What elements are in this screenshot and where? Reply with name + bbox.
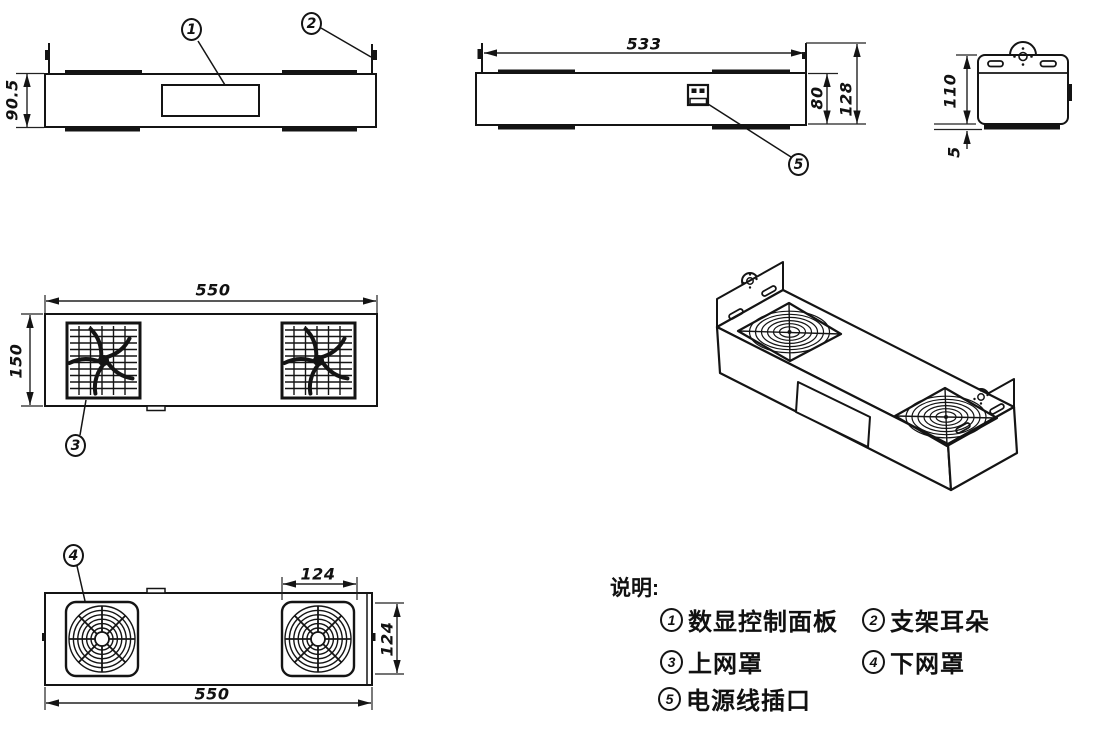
front-view [16,27,377,132]
iso-fan-1 [736,301,843,363]
grille-edge [984,124,1060,130]
dimension-lines [934,54,982,149]
dim-top-width: 550 [195,280,231,300]
leader-line-3 [79,399,87,436]
legend-item-1: 1 数显控制面板 [660,602,838,637]
side-tab [42,633,46,641]
legend-label-4: 下网罩 [890,651,965,678]
power-socket-icon [686,83,710,107]
leader-line-5 [707,103,792,158]
rear-view [475,42,866,158]
legend-item-5: 5 电源线插口 [658,681,811,716]
pivot-hole [977,393,985,401]
dim-front-height: 90.5 [2,79,22,121]
notch [146,587,166,594]
end-face [946,405,1019,492]
dimension-lines [484,42,866,125]
body-outline [475,72,807,126]
dim-rear-body-height: 80 [807,86,827,110]
dim-bottom-width: 550 [194,684,230,704]
display-panel [795,381,871,448]
leader-line-2 [320,27,372,58]
callout-4: 4 [63,544,84,567]
isometric-view [715,261,1019,492]
legend-item-3: 3 上网罩 [660,644,763,679]
pivot-hole [746,277,754,285]
dim-top-depth: 150 [6,343,26,379]
bracket-slot [989,403,1005,415]
side-view [934,41,1072,149]
legend-num-3: 3 [660,649,683,674]
dim-bottom-fan-width: 124 [300,564,336,584]
legend-item-2: 2 支架耳朵 [862,602,990,637]
legend-num-1: 1 [660,607,683,632]
bracket-slot [761,285,777,297]
callout-3: 3 [65,434,86,457]
dim-side-bottom-offset: 5 [944,146,964,158]
dim-rear-total-height: 128 [836,81,856,117]
legend-label-1: 数显控制面板 [688,609,838,636]
display-panel [161,84,260,117]
callout-1: 1 [181,18,202,41]
legend-title: 说明: [610,577,659,600]
legend-item-4: 4 下网罩 [862,644,965,679]
bracket-slot [987,60,1004,68]
bracket-slot [1039,60,1057,68]
side-tab [372,633,376,641]
legend-label-5: 电源线插口 [686,688,811,715]
bracket-hump [1009,41,1037,56]
callout-2: 2 [301,12,322,35]
side-tab [1068,84,1072,101]
iso-fan-2 [893,386,999,448]
dimension-lines [21,295,378,407]
dimension-lines [16,72,44,129]
dim-bottom-fan-height: 124 [377,621,397,657]
legend-label-2: 支架耳朵 [890,609,990,636]
leader-line-1 [197,40,226,86]
top-view [21,295,378,436]
pivot-hole [1018,51,1028,62]
legend-num-5: 5 [658,686,681,711]
legend-num-2: 2 [862,607,885,632]
bracket-slot [728,308,744,320]
callout-5: 5 [788,153,809,176]
dim-side-height: 110 [940,73,960,109]
dimension-lines [44,577,404,710]
legend-label-3: 上网罩 [688,651,763,678]
dim-rear-width: 533 [626,34,662,54]
notch [146,405,166,412]
bottom-view [42,565,404,710]
legend-num-4: 4 [862,649,885,674]
leader-line-4 [76,565,86,602]
